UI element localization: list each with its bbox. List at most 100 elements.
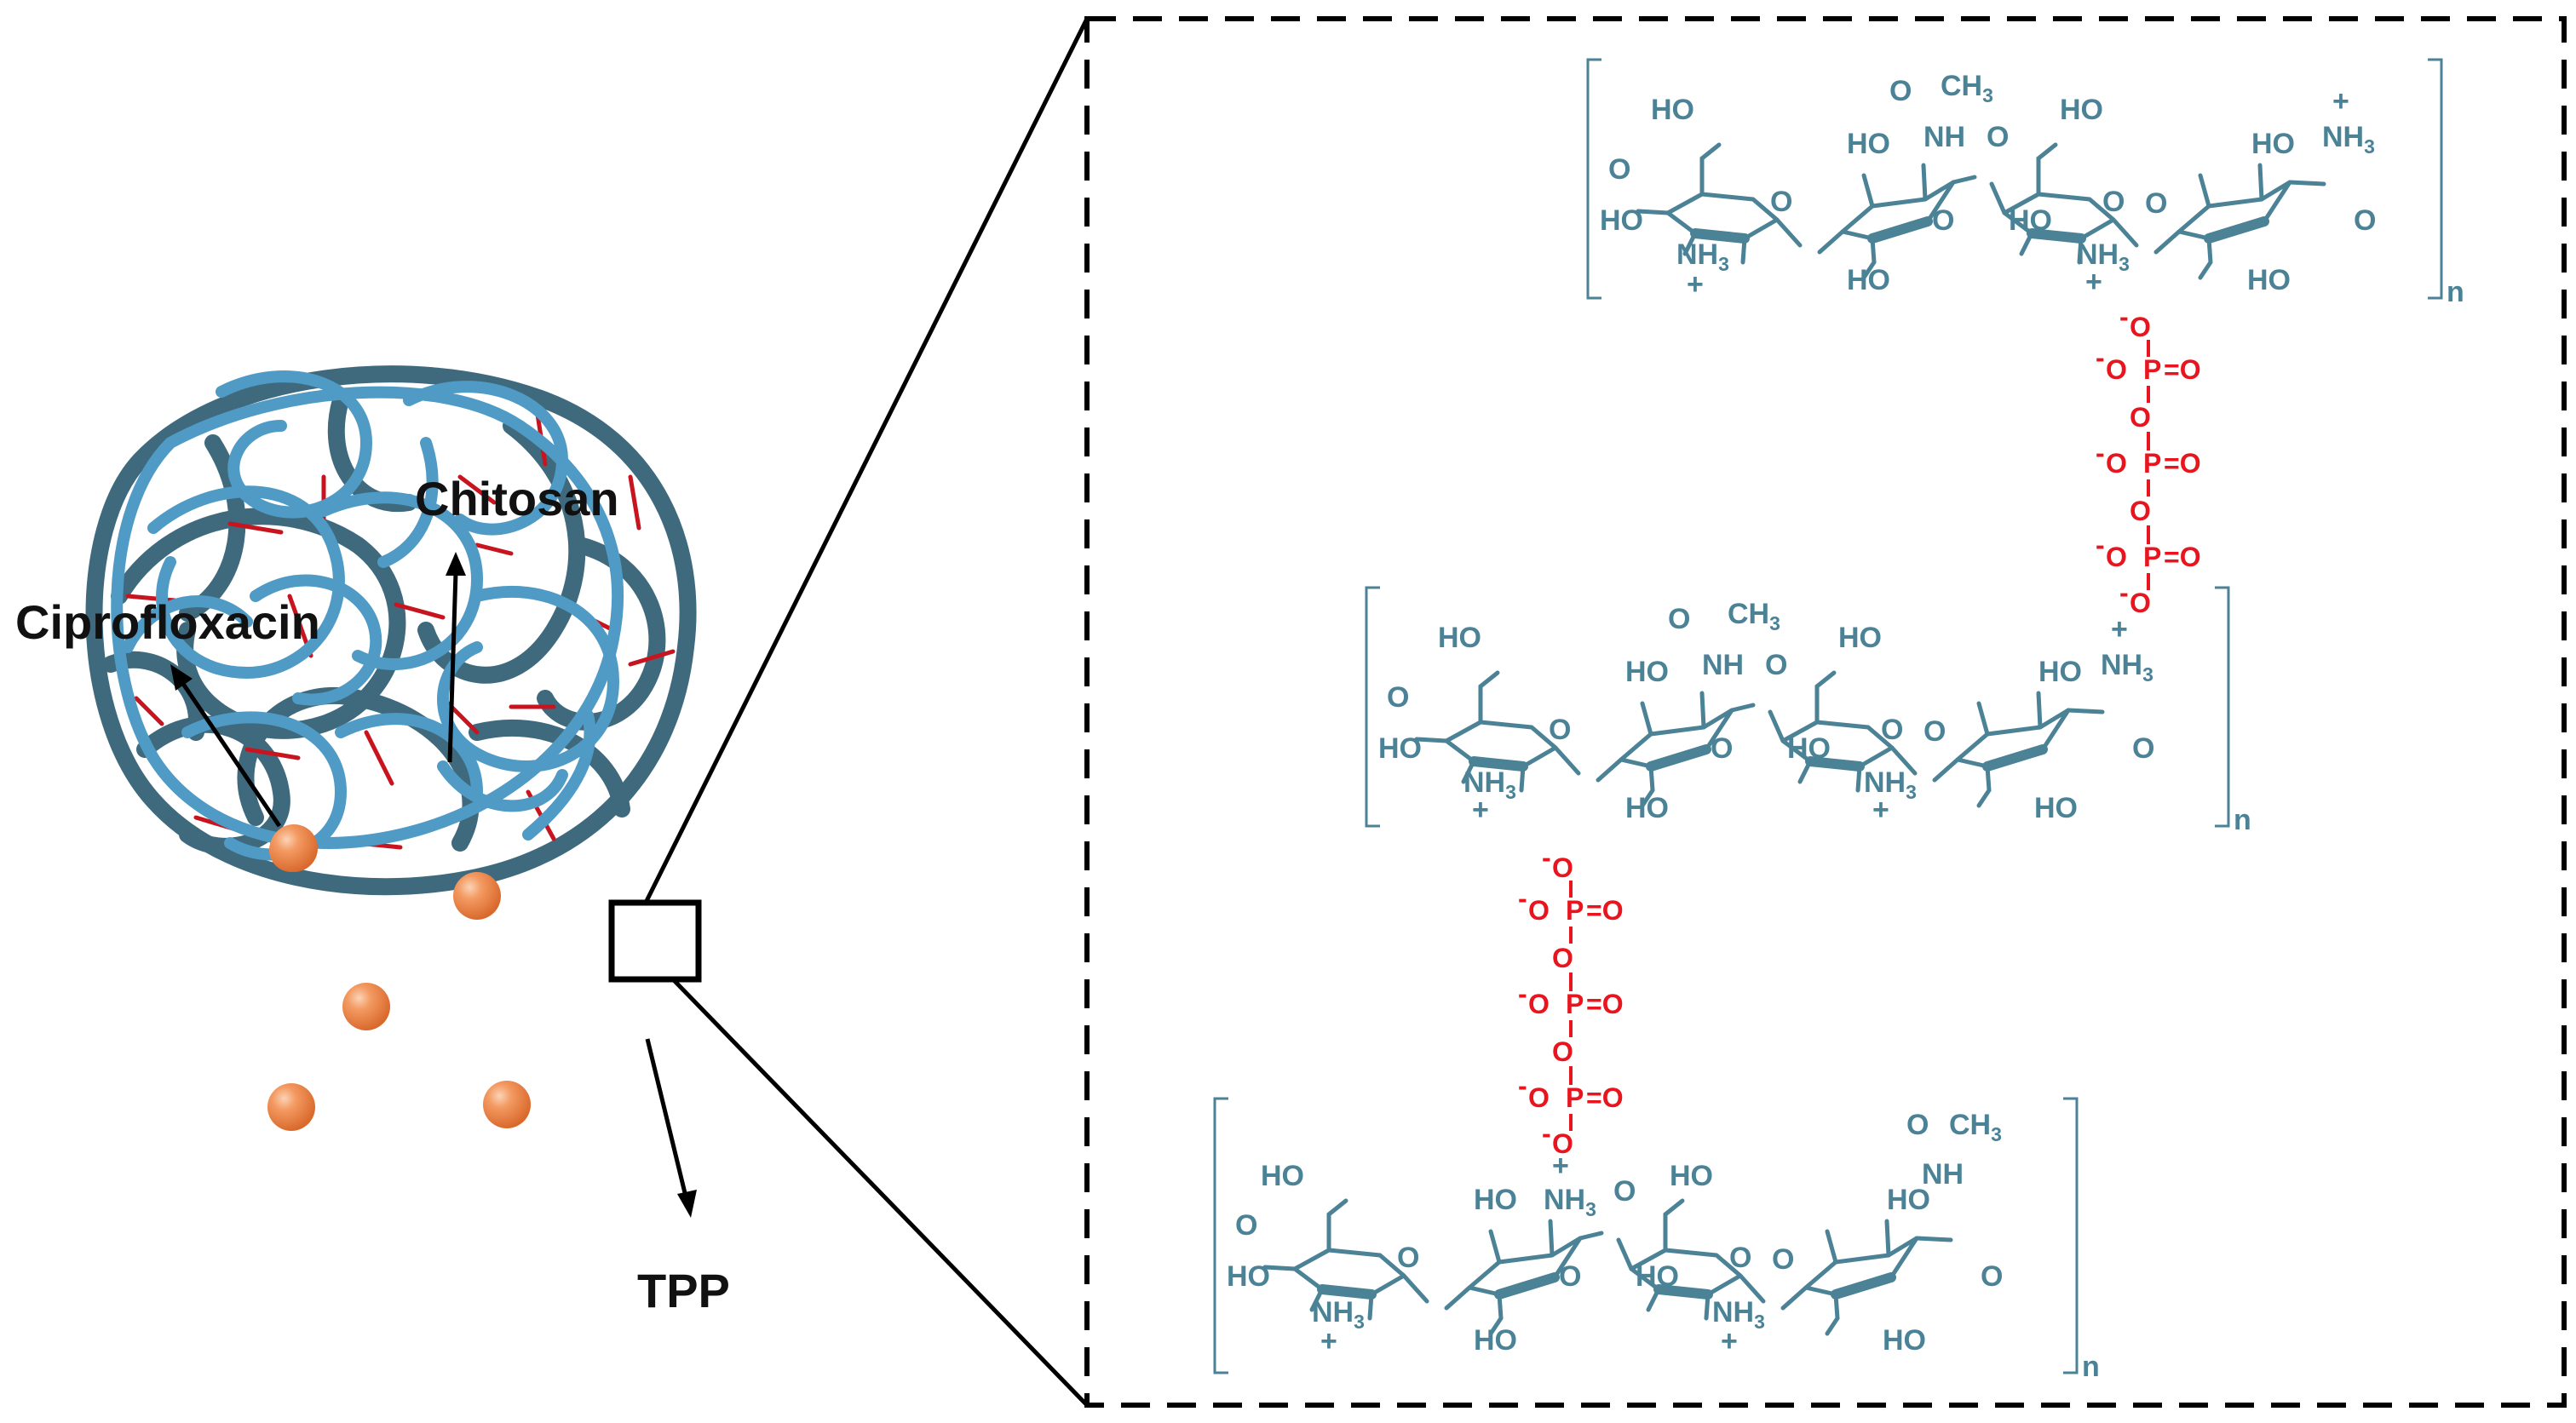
chitosan-strands-light [111,370,624,861]
tpp-o: O [1552,852,1573,883]
chem-ch3: CH3 [1949,1109,2002,1145]
chem-ho: HO [1838,622,1882,654]
chem-o: O [1613,1175,1636,1208]
tpp-minus: - [2096,530,2105,560]
chem-nh3: NH3 [1544,1184,1596,1220]
chem-ho: HO [1787,732,1831,765]
chem-nh: NH [1922,1158,1964,1191]
zoom-line-bottom [671,978,1089,1407]
chem-nh: NH [1923,121,1965,153]
chem-n: n [2234,804,2251,836]
tpp-o: O [2106,542,2127,572]
chem-plus: + [1872,794,1889,826]
chitosan-chain-2: O HO HO O NH3 + HO O CH3 NH O HO O HO HO… [1365,586,2251,836]
chem-ho: HO [1625,792,1669,824]
chem-nh: NH [1702,649,1744,681]
chem-ho: HO [1600,204,1643,237]
tpp-o: O [2106,448,2127,479]
chem-plus: + [2332,85,2349,118]
chem-plus: + [1472,794,1489,826]
chem-o: O [1397,1242,1419,1274]
chem-o: O [1932,204,1954,237]
chem-nh3: NH3 [1712,1296,1765,1333]
tpp-minus: - [1518,883,1527,914]
nanoparticle [85,365,697,896]
tpp-p: P [2143,542,2161,572]
chem-o: O [1881,714,1903,746]
chem-nh3: NH3 [2101,649,2153,686]
chem-o: O [1923,715,1946,748]
tpp-minus: - [2119,577,2129,608]
tpp-minus: - [1518,978,1527,1009]
tpp-bridge-upper: - O - O P =O O - O P =O O - O P =O - O [2096,301,2201,618]
chem-o: O [2132,732,2154,765]
chem-ho: HO [2060,94,2103,126]
chem-o: O [1559,1260,1581,1293]
chem-o: O [1668,603,1690,635]
chem-o: O [1549,714,1571,746]
tpp-o: O [1528,895,1550,926]
chem-o: O [1765,649,1787,681]
chem-ho: HO [1474,1324,1517,1357]
chem-o: O [2102,186,2125,218]
chem-nh3: NH3 [2322,121,2375,158]
chem-ho: HO [1625,656,1669,688]
chem-ho: HO [1227,1260,1270,1293]
tpp-minus: - [1542,842,1551,873]
tpp-o: O [2130,496,2151,526]
chem-ho: HO [1883,1324,1926,1357]
tpp-o: O [1552,943,1573,973]
chem-nh3: NH3 [1463,766,1516,803]
ciprofloxacin-pointer: Ciprofloxacin [15,595,320,828]
drug-sphere [267,1083,315,1131]
tpp-p: P [2143,448,2161,479]
zoom-region-box [608,899,702,983]
tpp-o: O [2130,588,2151,618]
chem-ho: HO [1474,1184,1517,1216]
chem-ho: HO [2038,656,2082,688]
drug-sphere [483,1081,531,1128]
chem-o: O [1711,732,1733,765]
tpp-p: P [2143,354,2161,385]
tpp-eq-o: =O [1586,1082,1624,1113]
tpp-minus: - [1518,1070,1527,1101]
tpp-p: P [1566,989,1584,1019]
chem-ho: HO [2009,204,2052,237]
chem-o: O [1608,153,1630,186]
tpp-o: O [2130,312,2151,342]
chem-ho: HO [1651,94,1694,126]
chem-nh3: NH3 [1864,766,1917,803]
chem-o: O [1235,1209,1257,1242]
tpp-o: O [1528,989,1550,1019]
chem-ho: HO [1261,1160,1304,1192]
chem-n: n [2447,276,2464,308]
chem-o: O [1981,1260,2003,1293]
chitosan-pointer: Chitosan [415,472,619,763]
tpp-eq-o: =O [2164,542,2201,572]
tpp-o: O [1528,1082,1550,1113]
chem-o: O [1770,186,1792,218]
chem-o: O [2145,187,2167,220]
tpp-eq-o: =O [1586,895,1624,926]
chem-ho: HO [2251,128,2295,160]
drug-sphere [270,824,318,872]
tpp-minus: - [1542,1118,1551,1149]
chem-ho: HO [1847,128,1890,160]
tpp-o: O [2106,354,2127,385]
tpp-eq-o: =O [2164,448,2201,479]
tpp-o: O [1552,1036,1573,1067]
chem-o: O [1906,1109,1929,1141]
chem-ch3: CH3 [1728,598,1780,634]
chem-ho: HO [2247,264,2291,296]
chem-o: O [1729,1242,1751,1274]
tpp-eq-o: =O [2164,354,2201,385]
chem-plus: + [1687,268,1704,301]
chem-plus: + [1721,1325,1738,1357]
chem-plus: + [1552,1150,1569,1182]
tpp-label: TPP [637,1264,730,1317]
chem-ho: HO [1670,1160,1713,1192]
chitosan-label: Chitosan [415,472,619,525]
chem-o: O [1889,75,1912,107]
chem-ho: HO [1636,1260,1679,1293]
ciprofloxacin-label: Ciprofloxacin [15,595,320,649]
